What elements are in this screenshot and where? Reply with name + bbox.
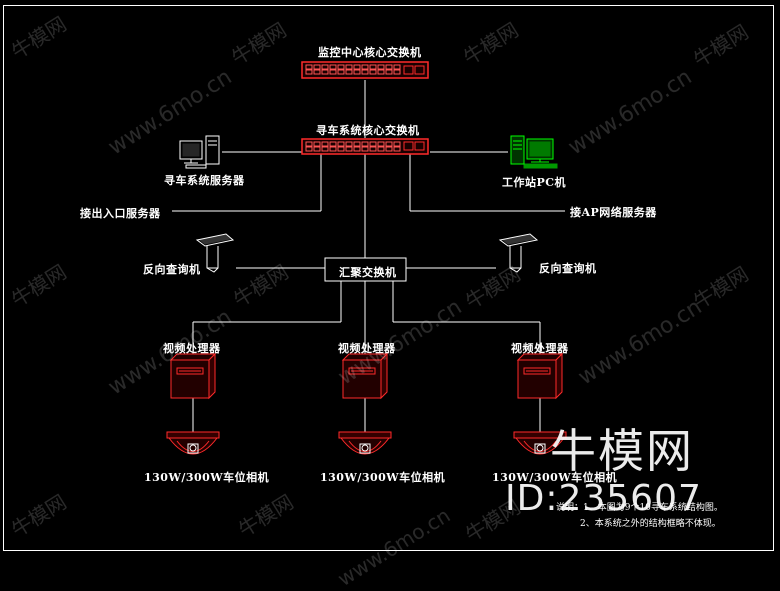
topology-diagram bbox=[166, 61, 567, 455]
parking-core-switch-label: 寻车系统核心交换机 bbox=[316, 124, 420, 137]
monitor-core-switch bbox=[301, 61, 429, 79]
switch-port bbox=[353, 141, 361, 147]
dome-camera-icon bbox=[166, 431, 220, 455]
aggregation-switch-box bbox=[324, 257, 407, 282]
switch-port bbox=[345, 141, 353, 147]
switch-port bbox=[329, 69, 337, 75]
switch-port bbox=[385, 69, 393, 75]
switch-port bbox=[377, 146, 385, 152]
switch-port bbox=[345, 64, 353, 70]
entry-exit-server-label: 接出入口服务器 bbox=[80, 207, 161, 220]
video-processor-icon bbox=[169, 352, 217, 400]
switch-port bbox=[321, 69, 329, 75]
video-processor-icon bbox=[516, 352, 564, 400]
switch-port bbox=[305, 64, 313, 70]
switch-port bbox=[361, 64, 369, 70]
note-line-2: 2、本系统之外的结构框略不体现。 bbox=[580, 519, 721, 529]
drawing-frame bbox=[3, 5, 774, 551]
switch-port bbox=[369, 141, 377, 147]
video-processor-icon bbox=[341, 352, 389, 400]
switch-port bbox=[385, 146, 393, 152]
switch-port bbox=[393, 146, 401, 152]
parking-core-switch bbox=[301, 138, 429, 155]
switch-port bbox=[393, 69, 401, 75]
parking-server-label: 寻车系统服务器 bbox=[164, 174, 245, 187]
switch-port bbox=[361, 69, 369, 75]
switch-port bbox=[321, 141, 329, 147]
switch-port bbox=[305, 141, 313, 147]
query-left-label: 反向查询机 bbox=[143, 263, 201, 276]
camera-label: 130W/300W车位相机 bbox=[144, 471, 270, 484]
switch-port bbox=[393, 141, 401, 147]
switch-port bbox=[369, 69, 377, 75]
switch-port bbox=[345, 69, 353, 75]
switch-port bbox=[377, 141, 385, 147]
switch-port bbox=[353, 146, 361, 152]
switch-port bbox=[337, 146, 345, 152]
switch-port bbox=[321, 146, 329, 152]
video-processor-label: 视频处理器 bbox=[163, 342, 221, 355]
switch-port bbox=[329, 64, 337, 70]
switch-port bbox=[313, 69, 321, 75]
ap-server-label: 接AP网络服务器 bbox=[570, 206, 657, 219]
switch-port bbox=[353, 64, 361, 70]
switch-port bbox=[377, 69, 385, 75]
note-line-1: 说明：1、本图为9个10寻车系统结构图。 bbox=[556, 503, 723, 513]
switch-port bbox=[321, 64, 329, 70]
query-kiosk-left-icon bbox=[195, 233, 235, 273]
switch-port bbox=[329, 141, 337, 147]
switch-port bbox=[329, 146, 337, 152]
workstation-pc-label: 工作站PC机 bbox=[502, 176, 567, 189]
dome-camera-icon bbox=[513, 431, 567, 455]
dome-camera-icon bbox=[338, 431, 392, 455]
server-computer-icon bbox=[179, 135, 220, 169]
switch-port bbox=[361, 146, 369, 152]
video-processor-label: 视频处理器 bbox=[338, 342, 396, 355]
query-kiosk-right-icon bbox=[498, 233, 539, 273]
video-processor-label: 视频处理器 bbox=[511, 342, 569, 355]
camera-label: 130W/300W车位相机 bbox=[320, 471, 446, 484]
switch-port bbox=[337, 69, 345, 75]
switch-port bbox=[305, 69, 313, 75]
switch-port bbox=[385, 64, 393, 70]
switch-port bbox=[377, 64, 385, 70]
switch-port bbox=[345, 146, 353, 152]
switch-port bbox=[361, 141, 369, 147]
camera-label: 130W/300W车位相机 bbox=[492, 471, 618, 484]
workstation-computer-icon bbox=[510, 135, 558, 169]
switch-port bbox=[393, 64, 401, 70]
switch-port bbox=[369, 64, 377, 70]
switch-port bbox=[305, 146, 313, 152]
switch-port bbox=[313, 64, 321, 70]
aggregation-switch-label: 汇聚交换机 bbox=[339, 266, 397, 279]
connection-lines bbox=[172, 80, 565, 432]
switch-port bbox=[313, 141, 321, 147]
query-right-label: 反向查询机 bbox=[539, 262, 597, 275]
switch-port bbox=[385, 141, 393, 147]
switch-port bbox=[313, 146, 321, 152]
switch-port bbox=[369, 146, 377, 152]
monitor-core-switch-label: 监控中心核心交换机 bbox=[318, 46, 422, 59]
switch-port bbox=[337, 141, 345, 147]
switch-port bbox=[337, 64, 345, 70]
switch-port bbox=[353, 69, 361, 75]
